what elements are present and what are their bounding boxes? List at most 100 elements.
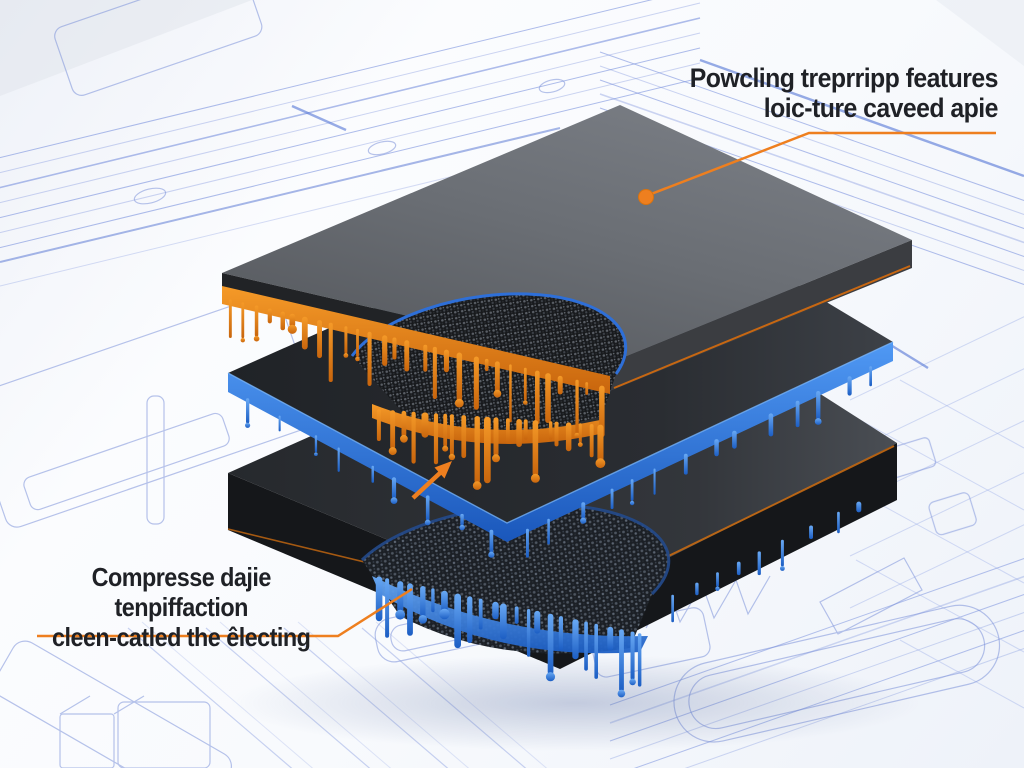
drip bbox=[314, 435, 318, 453]
drip bbox=[411, 411, 416, 464]
blueprint-line bbox=[855, 559, 1024, 653]
drip-blob bbox=[523, 400, 528, 405]
drip bbox=[484, 358, 489, 372]
blueprint-line bbox=[599, 79, 1024, 230]
drip bbox=[278, 415, 281, 432]
blueprint-line bbox=[0, 17, 701, 189]
drip bbox=[267, 308, 272, 324]
drip bbox=[526, 609, 531, 657]
annotation-line: Powcling treprripp features bbox=[689, 63, 999, 93]
drip bbox=[578, 423, 582, 443]
blueprint-line bbox=[0, 159, 521, 287]
drip-blob bbox=[629, 678, 636, 686]
middle-layer-coating-band bbox=[228, 342, 893, 542]
middle-layer-band-highlight bbox=[227, 341, 894, 524]
drip-blob bbox=[245, 422, 251, 428]
drip-blob bbox=[439, 608, 450, 620]
drip bbox=[317, 320, 322, 359]
top-layer-top-face bbox=[222, 105, 912, 363]
drip bbox=[637, 633, 642, 687]
drip bbox=[514, 606, 519, 624]
blueprint-line bbox=[0, 2, 701, 174]
top-layer-coating-band bbox=[222, 286, 610, 394]
drip-blob bbox=[715, 586, 720, 591]
drip bbox=[575, 379, 579, 434]
drip-blob bbox=[530, 473, 540, 483]
blueprint-line bbox=[127, 627, 293, 768]
drip bbox=[619, 629, 624, 692]
drip bbox=[736, 561, 741, 576]
drip bbox=[460, 513, 464, 526]
drip-blob bbox=[454, 398, 464, 408]
blueprint-line bbox=[599, 51, 1024, 202]
drip bbox=[492, 601, 499, 620]
top-layer-edge-highlight bbox=[613, 265, 911, 389]
drip bbox=[795, 400, 800, 428]
drop-shadow bbox=[230, 655, 920, 751]
blueprint-line bbox=[849, 524, 1024, 609]
drip bbox=[535, 370, 540, 425]
drip-blob bbox=[448, 453, 456, 461]
blueprint-line bbox=[599, 65, 1024, 216]
drip bbox=[382, 335, 388, 366]
direction-arrow-icon bbox=[411, 461, 452, 500]
drip bbox=[344, 326, 348, 354]
drip-blob bbox=[355, 356, 360, 362]
annotation-line: cleen-catled the êlecting bbox=[52, 622, 311, 652]
blue-drips bbox=[671, 501, 862, 623]
drip-blob bbox=[580, 517, 587, 524]
drip bbox=[390, 410, 396, 450]
annotation-line: Compresse dajie tenpiffaction bbox=[91, 562, 272, 622]
drip-blob bbox=[595, 458, 606, 469]
drip bbox=[599, 385, 605, 438]
drip bbox=[228, 299, 232, 338]
drip bbox=[714, 439, 719, 457]
drip bbox=[607, 626, 614, 651]
drip bbox=[443, 413, 448, 447]
drip-blob bbox=[240, 338, 245, 343]
drip bbox=[506, 418, 510, 444]
drip bbox=[534, 610, 541, 634]
drip bbox=[809, 525, 813, 539]
drip bbox=[454, 593, 461, 649]
drip bbox=[433, 413, 439, 465]
drip bbox=[523, 367, 527, 401]
drip bbox=[768, 413, 774, 437]
drip-blob bbox=[493, 389, 502, 398]
drip bbox=[565, 422, 572, 452]
drip bbox=[493, 417, 499, 457]
drip-blob bbox=[545, 672, 556, 682]
drip bbox=[585, 382, 589, 395]
drip bbox=[443, 349, 449, 373]
drip bbox=[547, 518, 550, 545]
drip-blob bbox=[442, 445, 449, 452]
drip-blob bbox=[314, 452, 318, 457]
blueprint-line bbox=[0, 0, 653, 159]
drip bbox=[432, 346, 437, 399]
top-layer-texture-rim bbox=[350, 292, 628, 375]
bottom-layer-edge-highlight bbox=[639, 445, 895, 571]
drip bbox=[401, 410, 407, 437]
orange-drips bbox=[376, 409, 606, 490]
drip bbox=[376, 409, 381, 441]
drip bbox=[494, 361, 500, 392]
drip bbox=[526, 528, 529, 558]
drip bbox=[474, 416, 480, 484]
blueprint-line bbox=[0, 47, 701, 219]
leader-line-top-right bbox=[645, 131, 996, 198]
drip bbox=[548, 421, 553, 440]
drip bbox=[328, 322, 333, 382]
drip bbox=[671, 594, 674, 623]
drip bbox=[683, 453, 688, 475]
drip bbox=[584, 621, 588, 671]
callout-dot bbox=[638, 189, 654, 205]
drip-blob bbox=[424, 519, 431, 526]
drip-blob bbox=[459, 524, 465, 531]
drip bbox=[554, 421, 559, 447]
drip bbox=[589, 424, 594, 458]
drip bbox=[780, 539, 784, 567]
drip bbox=[280, 311, 285, 331]
drip-blob bbox=[343, 353, 349, 358]
